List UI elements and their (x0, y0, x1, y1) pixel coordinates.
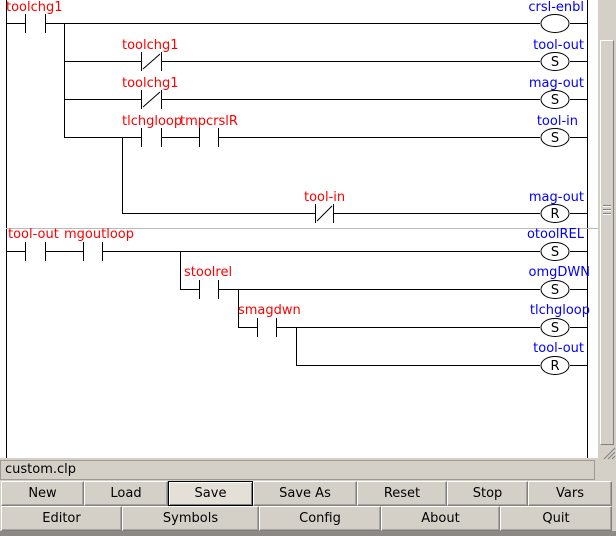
svg-text:S: S (551, 283, 559, 298)
contact-label: stoolrel (184, 265, 232, 280)
quit-button[interactable]: Quit (500, 506, 612, 531)
rung-2[interactable]: tool-out mgoutloop S otoolREL stoolrel (6, 227, 590, 375)
coil-reset[interactable]: R (540, 356, 570, 375)
coil-set[interactable]: S (540, 242, 570, 261)
coil-reset[interactable]: R (540, 204, 570, 223)
coil-set[interactable]: S (540, 128, 570, 147)
stop-button[interactable]: Stop (447, 481, 528, 506)
new-button[interactable]: New (1, 481, 84, 506)
contact-no[interactable] (199, 128, 219, 147)
coil-label: tool-out (533, 38, 584, 53)
ladder-diagram-canvas[interactable]: toolchg1 crsl-enbl toolchg1 S (0, 0, 598, 458)
resize-grip-icon[interactable] (598, 446, 616, 460)
coil-set[interactable]: S (540, 318, 570, 337)
coil-set[interactable]: S (540, 52, 570, 71)
coil-label: tool-out (533, 341, 584, 356)
contact-no[interactable] (83, 242, 103, 261)
coil-label: omgDWN (529, 265, 590, 280)
coil-set[interactable]: S (540, 90, 570, 109)
contact-no[interactable] (199, 280, 219, 299)
contact-nc[interactable] (141, 52, 162, 71)
reset-button[interactable]: Reset (357, 481, 447, 506)
coil-label: otoolREL (527, 227, 585, 242)
save-as-button[interactable]: Save As (253, 481, 357, 506)
window-bottom-edge (0, 531, 616, 536)
contact-label: mgoutloop (64, 227, 134, 242)
coil-label: tlchgloop (530, 303, 590, 318)
symbols-button[interactable]: Symbols (122, 506, 259, 531)
contact-label: toolchg1 (6, 0, 63, 15)
svg-text:S: S (551, 245, 559, 260)
svg-text:S: S (551, 55, 559, 70)
contact-label: tool-in (304, 190, 345, 205)
contact-no[interactable] (25, 14, 46, 33)
coil-label: tool-in (537, 114, 578, 129)
ladder-diagram[interactable]: toolchg1 crsl-enbl toolchg1 S (0, 0, 598, 458)
coil-label: crsl-enbl (528, 0, 584, 15)
coil-set[interactable]: S (540, 280, 570, 299)
config-button[interactable]: Config (259, 506, 381, 531)
contact-label: tlchgloop (122, 114, 182, 129)
editor-button[interactable]: Editor (1, 506, 122, 531)
load-button[interactable]: Load (84, 481, 168, 506)
scrollbar-grip-icon (600, 203, 614, 215)
contact-no[interactable] (257, 318, 277, 337)
svg-text:R: R (550, 359, 559, 374)
rung-1[interactable]: toolchg1 crsl-enbl toolchg1 S (6, 0, 587, 223)
svg-text:S: S (551, 321, 559, 336)
contact-no[interactable] (141, 128, 162, 147)
coil-label: mag-out (529, 76, 584, 91)
current-filename: custom.clp (5, 462, 77, 477)
svg-text:S: S (551, 93, 559, 108)
contact-nc[interactable] (141, 90, 162, 109)
contact-label: smagdwn (238, 303, 301, 318)
contact-label: tmpcrslR (180, 114, 238, 129)
scrollbar-thumb[interactable] (600, 40, 614, 445)
coil-label: mag-out (529, 190, 584, 205)
about-button[interactable]: About (381, 506, 500, 531)
svg-text:R: R (550, 207, 559, 222)
save-button[interactable]: Save (168, 481, 253, 506)
svg-text:S: S (551, 131, 559, 146)
status-bar: custom.clp (0, 460, 595, 480)
contact-label: tool-out (8, 227, 59, 242)
contact-no[interactable] (25, 242, 46, 261)
contact-label: toolchg1 (122, 38, 179, 53)
vars-button[interactable]: Vars (528, 481, 612, 506)
contact-label: toolchg1 (122, 76, 179, 91)
contact-nc[interactable] (315, 204, 334, 223)
coil[interactable] (540, 14, 570, 33)
